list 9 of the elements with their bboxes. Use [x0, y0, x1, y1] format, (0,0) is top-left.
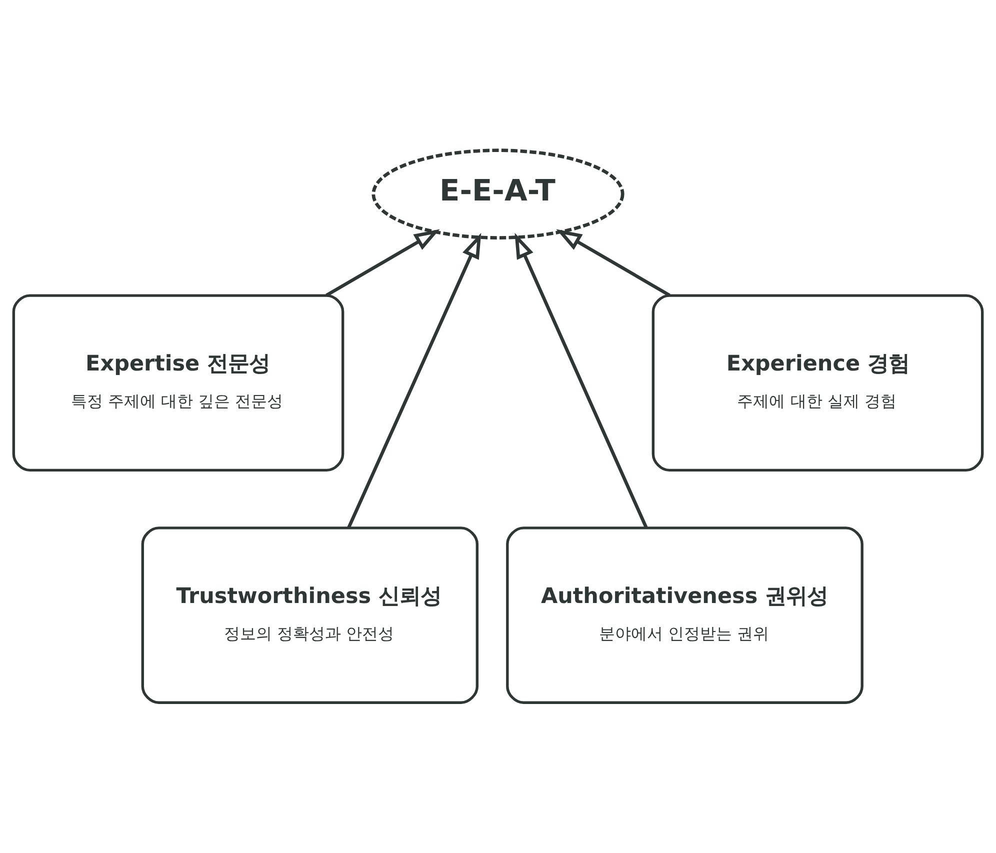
node-box: Authoritativeness 권위성 분야에서 인정받는 권위	[506, 526, 864, 704]
node-ellipse: E-E-A-T	[372, 148, 624, 240]
arrow	[347, 232, 482, 528]
node-box: Trustworthiness 신뢰성 정보의 정확성과 안전성	[141, 526, 479, 704]
node-box: Experience 경험 주제에 대한 실제 경험	[652, 294, 984, 472]
arrow	[556, 229, 670, 297]
arrow	[326, 229, 440, 297]
node-box: Expertise 전문성 특정 주제에 대한 깊은 전문성	[12, 294, 344, 472]
arrow	[514, 232, 648, 528]
